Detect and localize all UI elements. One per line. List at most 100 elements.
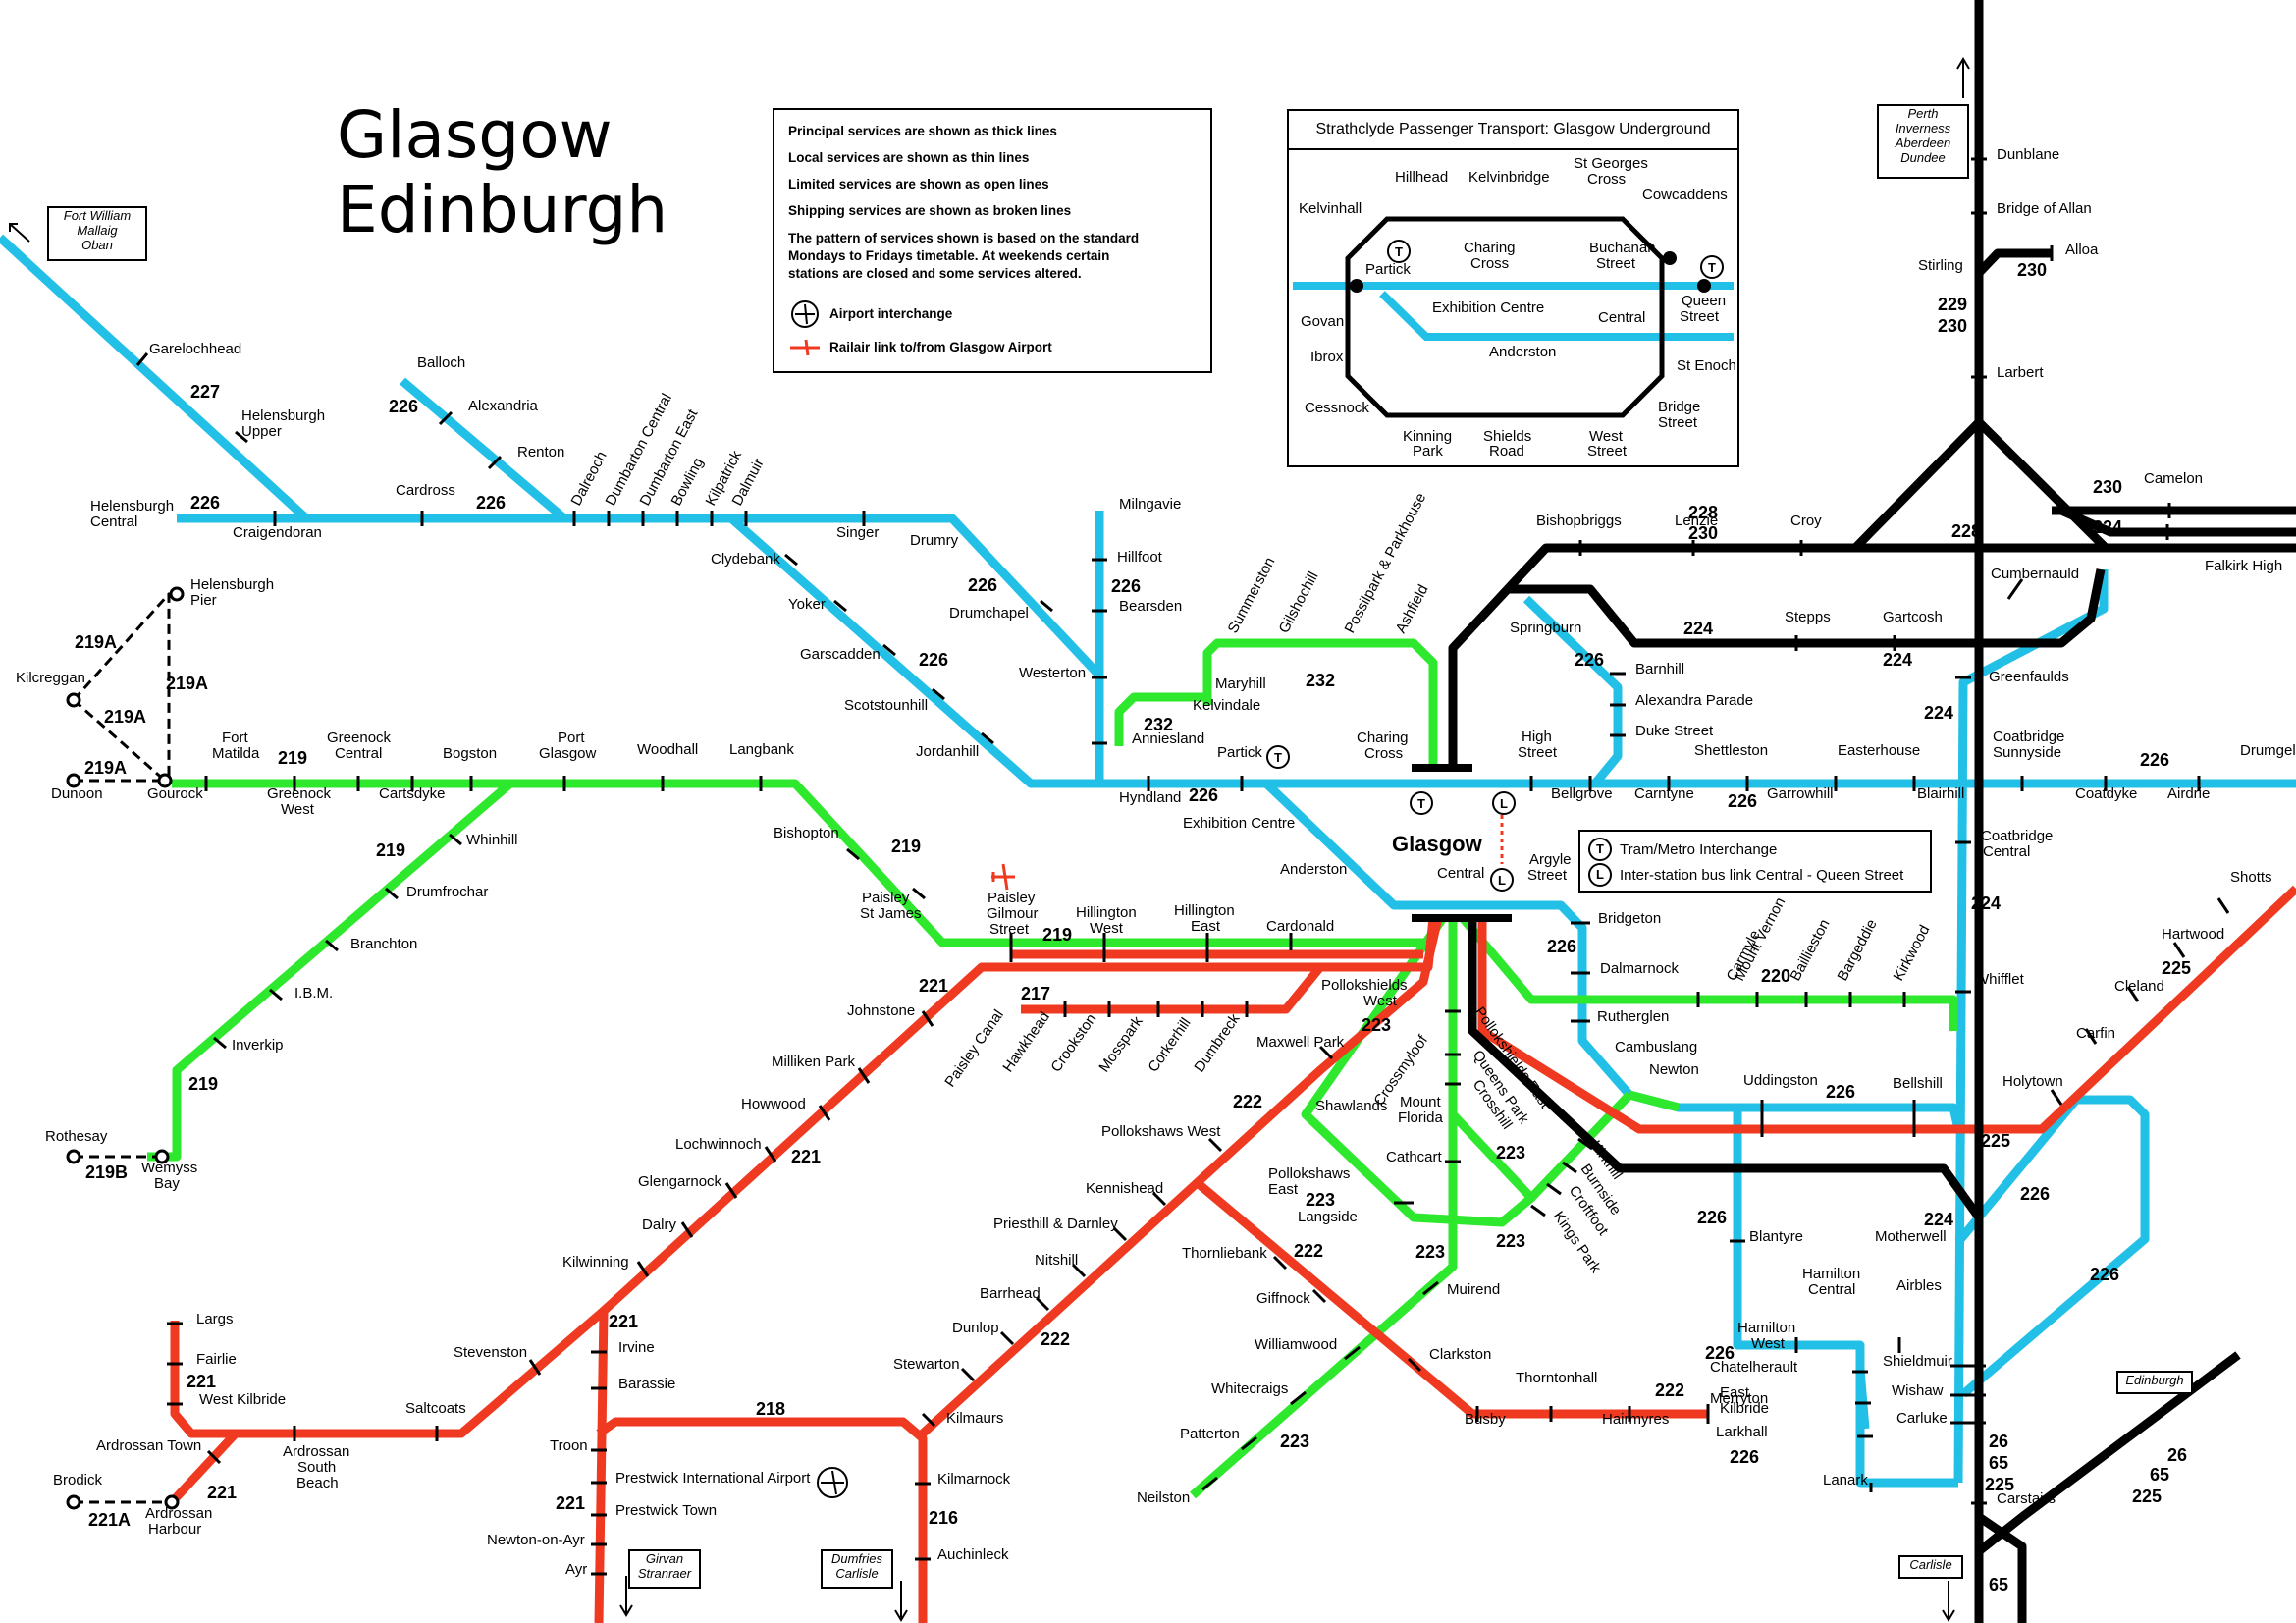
station-label: St James bbox=[860, 905, 922, 922]
station-label: Troon bbox=[550, 1437, 588, 1454]
station-label: Dumbreck bbox=[1191, 1010, 1243, 1075]
route-221-ardrossan bbox=[168, 1430, 240, 1506]
station-label: Scotstounhill bbox=[844, 697, 928, 714]
route-226-hamilton bbox=[1733, 1108, 1958, 1488]
svg-text:T: T bbox=[1395, 244, 1403, 259]
station-label: Hillfoot bbox=[1117, 549, 1163, 566]
station-labels: GarelochheadHelensburghUpperHelensburghC… bbox=[16, 146, 2296, 1578]
service-number: 224 bbox=[1924, 1210, 1953, 1229]
station-label: Helensburgh bbox=[90, 498, 174, 514]
station-label: Mosspark bbox=[1095, 1013, 1147, 1075]
station-label: Mount bbox=[1400, 1094, 1442, 1110]
ug-st-enoch: St Enoch bbox=[1677, 357, 1736, 374]
service-number: 226 bbox=[968, 575, 997, 595]
underground-inset: Strathclyde Passenger Transport: Glasgow… bbox=[1287, 109, 1739, 467]
station-label: Coatbridge bbox=[1981, 828, 2053, 844]
station-label: Hawkhead bbox=[999, 1008, 1053, 1075]
legend-line-3: Limited services are shown as open lines bbox=[788, 177, 1049, 191]
station-label: Shettleston bbox=[1694, 742, 1768, 759]
service-number: 228 bbox=[1951, 521, 1981, 541]
bus-key-icon: L bbox=[1588, 863, 1612, 887]
station-label: Clarkston bbox=[1429, 1346, 1491, 1363]
station-label: Matilda bbox=[212, 745, 260, 762]
station-label: Garrowhill bbox=[1767, 785, 1834, 802]
service-number: 225 bbox=[2132, 1487, 2162, 1506]
station-ticks bbox=[135, 157, 2230, 1576]
station-label: Larbert bbox=[1997, 364, 2044, 381]
station-label: Greenock bbox=[267, 785, 332, 802]
legend-line-6: Mondays to Fridays timetable. At weekend… bbox=[788, 248, 1110, 263]
station-label: Blantyre bbox=[1749, 1228, 1803, 1245]
black-lines bbox=[1448, 0, 2296, 1623]
station-label: Street bbox=[1518, 744, 1558, 761]
station-label: Greenock bbox=[327, 730, 392, 746]
station-label: Inverkip bbox=[232, 1037, 284, 1054]
service-number: 223 bbox=[1496, 1143, 1525, 1163]
station-label: Rothesay bbox=[45, 1128, 108, 1145]
dest-fort-william: Fort William Mallaig Oban bbox=[47, 206, 147, 261]
ug-street: Street bbox=[1596, 255, 1636, 272]
station-label: Stewarton bbox=[893, 1356, 960, 1373]
service-number: 26 bbox=[2167, 1445, 2187, 1465]
route-224-stepps bbox=[1507, 568, 2106, 648]
station-label: Rutherglen bbox=[1597, 1008, 1669, 1025]
station-label: Holytown bbox=[2002, 1073, 2063, 1090]
service-number: 224 bbox=[1883, 650, 1912, 670]
service-number: 220 bbox=[1761, 966, 1790, 986]
station-label: Carstairs bbox=[1997, 1490, 2056, 1507]
station-label: Brodick bbox=[53, 1472, 103, 1488]
station-label: Central bbox=[90, 514, 137, 530]
service-number: 223 bbox=[1280, 1432, 1309, 1451]
station-label: Barnhill bbox=[1635, 661, 1684, 677]
station-label: Kilmaurs bbox=[946, 1410, 1003, 1427]
glasgow-terminus-bars bbox=[1412, 764, 1512, 922]
service-number: 222 bbox=[1294, 1241, 1323, 1261]
ug-st-georges-cross-2: Cross bbox=[1587, 171, 1626, 188]
station-label: Johnstone bbox=[847, 1002, 915, 1019]
station-label: Bellshill bbox=[1893, 1075, 1943, 1092]
station-label: Thorntonhall bbox=[1516, 1370, 1597, 1386]
tram-key-row: T Tram/Metro Interchange bbox=[1588, 838, 1777, 861]
station-label: Carfin bbox=[2076, 1025, 2115, 1042]
legend-line-4: Shipping services are shown as broken li… bbox=[788, 203, 1072, 218]
station-label: Drumgelloch bbox=[2240, 742, 2296, 759]
service-number: 224 bbox=[1971, 893, 2001, 913]
station-label: Stevenston bbox=[454, 1344, 527, 1361]
svg-text:T: T bbox=[1274, 750, 1282, 765]
ug-exhibition-centre: Exhibition Centre bbox=[1432, 299, 1544, 316]
station-label: Singer bbox=[836, 524, 879, 541]
glasgow-city-label: Glasgow bbox=[1392, 832, 1483, 856]
service-number: 219 bbox=[376, 840, 405, 860]
station-label: Pier bbox=[190, 592, 217, 609]
service-number: 224 bbox=[1683, 619, 1713, 638]
station-label: Langside bbox=[1298, 1209, 1358, 1225]
service-number: 221 bbox=[791, 1147, 821, 1166]
ferry-219A-kilcreggan bbox=[73, 698, 166, 783]
station-label: Maxwell Park bbox=[1256, 1034, 1345, 1051]
station-label: Lenzie bbox=[1675, 513, 1718, 529]
direction-arrows bbox=[9, 57, 2239, 1622]
station-label: Largs bbox=[196, 1311, 234, 1327]
ug-cowcaddens: Cowcaddens bbox=[1642, 187, 1728, 203]
station-label: Dalmarnock bbox=[1600, 960, 1680, 977]
service-number: 232 bbox=[1306, 671, 1335, 690]
station-label: Fort bbox=[222, 730, 249, 746]
interchange-key-box: T Tram/Metro Interchange L Inter-station… bbox=[1578, 830, 1932, 893]
station-label: South bbox=[297, 1459, 336, 1476]
route-triangle bbox=[1850, 418, 2110, 553]
service-number: 225 bbox=[1981, 1131, 2010, 1151]
service-number: 221 bbox=[919, 976, 948, 996]
service-number: 226 bbox=[1697, 1208, 1727, 1227]
route-226-balloch bbox=[400, 377, 567, 522]
station-label: Shieldmuir bbox=[1883, 1353, 1952, 1370]
ug-west: West bbox=[1589, 428, 1624, 445]
ug-st-georges-cross: St Georges bbox=[1574, 155, 1648, 172]
ug-park: Park bbox=[1413, 443, 1443, 460]
blue-lines bbox=[0, 234, 2296, 1488]
station-label: Alloa bbox=[2065, 242, 2099, 258]
station-label: Howwood bbox=[741, 1096, 806, 1112]
station-label: Motherwell bbox=[1875, 1228, 1947, 1245]
route-232-anniesland bbox=[1114, 692, 1207, 746]
station-label: Ardrossan Town bbox=[96, 1437, 201, 1454]
route-219 bbox=[172, 779, 1423, 947]
